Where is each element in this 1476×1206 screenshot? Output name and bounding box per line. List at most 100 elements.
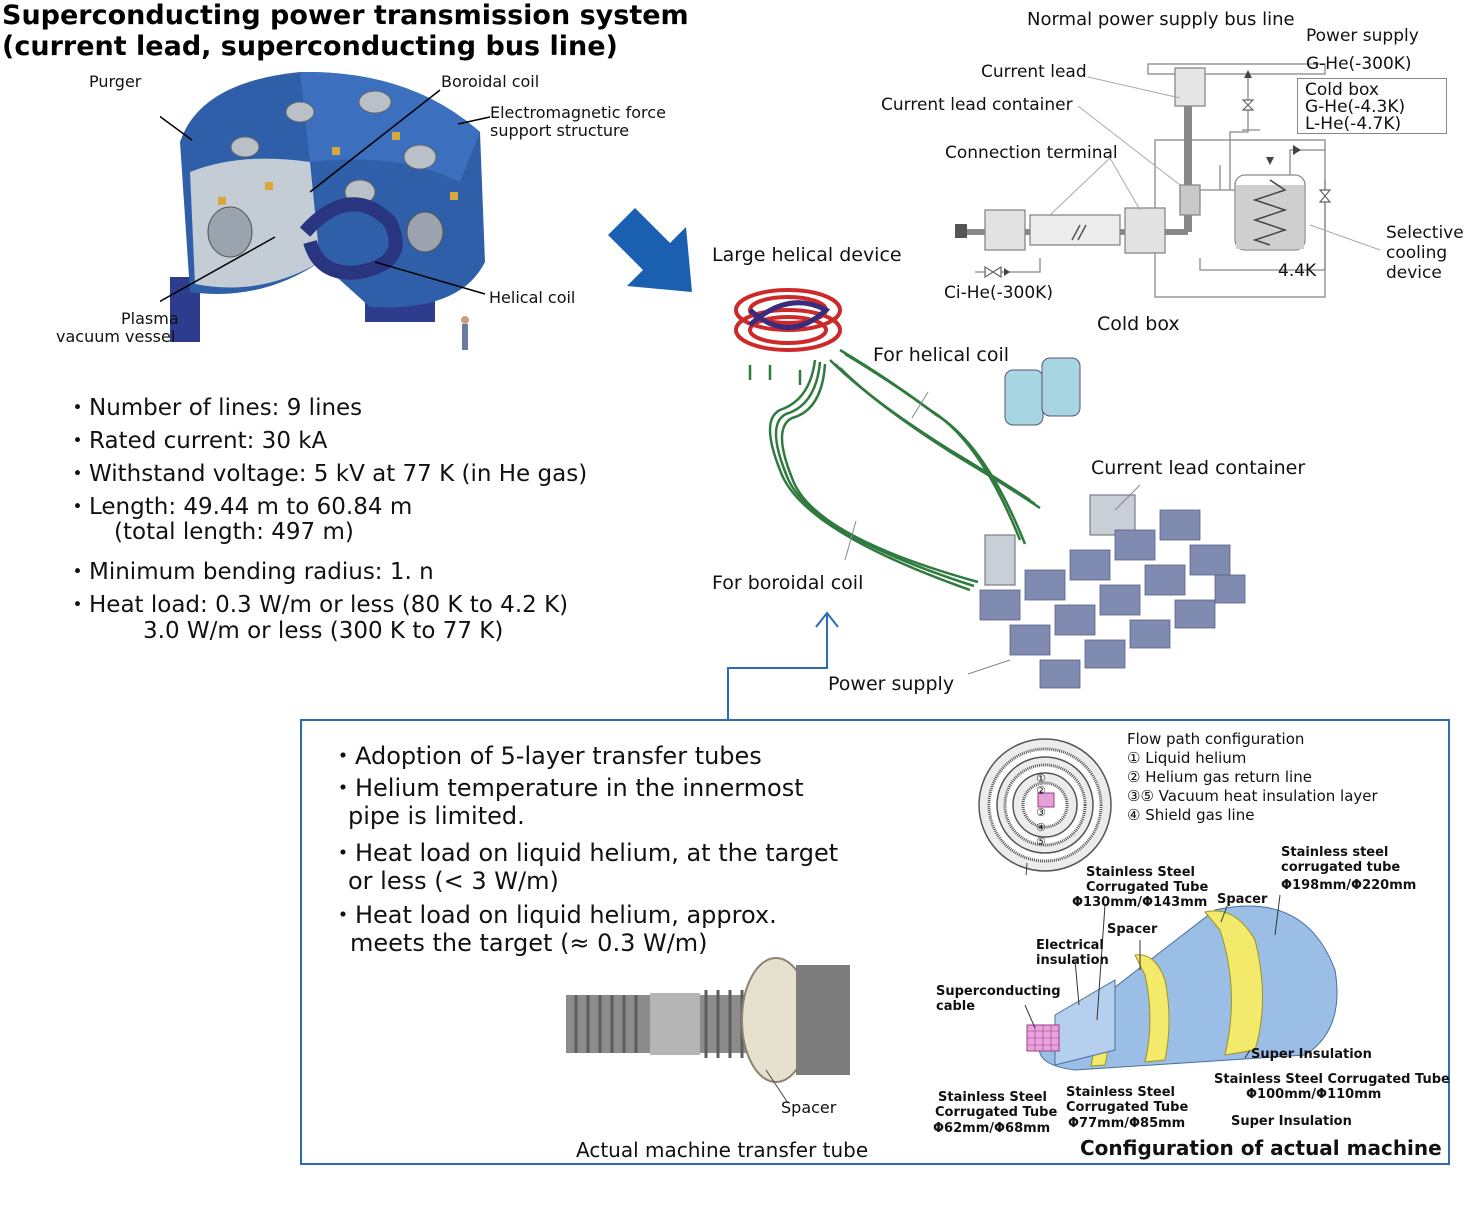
- label-ss-corr-2b: corrugated tube: [1281, 860, 1401, 875]
- supply-line-box: [1147, 63, 1326, 75]
- scale-person-head: [461, 316, 469, 324]
- power-supply-block: [1174, 599, 1216, 629]
- bullet-heat-approx-2: meets the target (≈ 0.3 W/m): [350, 929, 708, 957]
- power-supply-block: [1084, 639, 1126, 669]
- plant-layout-illustration: [734, 288, 1246, 689]
- terminal-box: [984, 209, 1026, 251]
- flow-line: [1289, 149, 1325, 175]
- bus-line-boroidal: [780, 363, 979, 584]
- lhd-ring: [734, 308, 842, 352]
- connector-arrow-icon: [727, 611, 839, 721]
- label-large-helical-device: Large helical device: [712, 244, 902, 266]
- current-lead-container-block: [984, 534, 1016, 586]
- power-supply-block: [1189, 544, 1231, 576]
- connector-arrowhead: [815, 611, 839, 628]
- bullet-helium-temp-2: pipe is limited.: [348, 802, 525, 830]
- blue-arrow-shape: [608, 208, 692, 292]
- valve-icon: [1241, 99, 1255, 111]
- leader-line: [160, 236, 276, 303]
- label-ss-corr-1a: Stainless Steel: [1086, 865, 1196, 880]
- valve-icon: [1318, 189, 1332, 203]
- leader-line: [911, 391, 929, 419]
- flow-arrow-icon: [1244, 70, 1252, 78]
- label-ss-corr-5b: Corrugated Tube: [1066, 1100, 1189, 1115]
- leader-line: [1309, 224, 1381, 251]
- cold-box-legend: [1297, 78, 1447, 134]
- power-supply-block: [979, 589, 1021, 621]
- flow-arrow-icon: [1266, 157, 1274, 165]
- lhd-helical: [748, 300, 831, 330]
- label-power-supply-layout: Power supply: [828, 673, 955, 695]
- label-ss-corr-3a: Stainless Steel Corrugated Tube: [1214, 1072, 1450, 1087]
- power-supply-block: [1009, 624, 1051, 656]
- spec-total-length: (total length: 497 m): [114, 519, 354, 545]
- bus-end-cap: [955, 224, 967, 238]
- label-ss-corr-2c: Φ198mm/Φ220mm: [1281, 878, 1417, 893]
- bus-line-helical: [839, 348, 1022, 541]
- current-lead-head: [1174, 67, 1206, 107]
- label-plasma-1: Plasma: [121, 309, 179, 328]
- power-supply-block: [1054, 604, 1096, 636]
- spacer-band: [1134, 954, 1170, 1063]
- cable-strands: [1027, 1025, 1059, 1051]
- label-cold-box-legend: Cold box: [1305, 80, 1379, 100]
- cs-num-5: ⑤: [1036, 835, 1046, 848]
- label-current-lead: Current lead: [981, 62, 1087, 82]
- flow-item-2: ② Helium gas return line: [1127, 768, 1312, 786]
- label-power-supply-top: Power supply: [1306, 26, 1419, 46]
- cs-num-4: ④: [1036, 821, 1046, 834]
- bolt: [332, 147, 340, 155]
- valve-icon: [991, 265, 1002, 279]
- label-connection-terminal: Connection terminal: [945, 143, 1118, 163]
- power-supply-block: [1099, 584, 1141, 616]
- power-supply-block: [1214, 574, 1246, 604]
- power-supply-block: [1144, 564, 1186, 596]
- port: [230, 136, 260, 158]
- leader-line: [1024, 1004, 1036, 1029]
- spec-heat-load-2: 3.0 W/m or less (300 K to 77 K): [143, 618, 504, 644]
- power-supply-block: [1114, 529, 1156, 561]
- label-cold-box-layout: Cold box: [1097, 313, 1180, 335]
- caption-actual-tube: Actual machine transfer tube: [576, 1138, 869, 1162]
- bus-line-boroidal: [768, 359, 971, 592]
- bullet-heat-target-2: or less (< 3 W/m): [348, 867, 559, 895]
- port: [207, 206, 253, 258]
- bolt: [392, 132, 400, 140]
- label-temp-44: 4.4K: [1278, 261, 1317, 281]
- label-for-boroidal-coil: For boroidal coil: [712, 572, 864, 594]
- flow-line: [1199, 180, 1326, 271]
- transfer-tube-photo: [566, 955, 850, 1105]
- leader-line: [1049, 157, 1111, 216]
- label-super-ins-2: Super Insulation: [1231, 1114, 1352, 1129]
- label-ss-corr-4c: Φ62mm/Φ68mm: [933, 1121, 1051, 1136]
- flow-arrow-icon: [1004, 268, 1010, 276]
- label-selective-2: cooling: [1386, 243, 1448, 263]
- current-lead-container-block: [1089, 494, 1136, 536]
- valve-icon: [984, 265, 995, 279]
- flow-path-cross-section: [978, 738, 1112, 875]
- bullet-heat-approx-1: ・Heat load on liquid helium, approx.: [331, 901, 777, 929]
- spec-bending-radius: ・Minimum bending radius: 1. n: [66, 559, 434, 585]
- power-supply-block: [1039, 659, 1081, 689]
- heat-exchanger-coil: [1252, 179, 1288, 246]
- label-ss-corr-2a: Stainless steel: [1281, 845, 1389, 860]
- transfer-tube-panel: [300, 719, 1450, 1165]
- terminal-box: [1029, 214, 1121, 246]
- label-purger: Purger: [89, 72, 142, 91]
- cs-num-1: ①: [1036, 772, 1046, 785]
- label-ss-corr-1b: Corrugated Tube: [1086, 880, 1209, 895]
- leader-line: [309, 89, 441, 193]
- bus-line-boroidal: [774, 361, 975, 588]
- label-for-helical-coil: For helical coil: [873, 344, 1010, 366]
- cs-num-2: ②: [1036, 784, 1046, 797]
- page-title: Superconducting power transmission syste…: [2, 0, 689, 62]
- label-ss-corr-4b: Corrugated Tube: [935, 1105, 1058, 1120]
- outer-tube: [796, 965, 850, 1075]
- cold-box-tank: [1004, 369, 1044, 426]
- port: [406, 211, 444, 253]
- cold-box-tank: [1041, 357, 1081, 417]
- port: [285, 101, 315, 123]
- label-ss-corr-5c: Φ77mm/Φ85mm: [1068, 1116, 1186, 1131]
- bullet-5-layer: ・Adoption of 5-layer transfer tubes: [331, 742, 762, 770]
- label-ss-corr-5a: Stainless Steel: [1066, 1085, 1176, 1100]
